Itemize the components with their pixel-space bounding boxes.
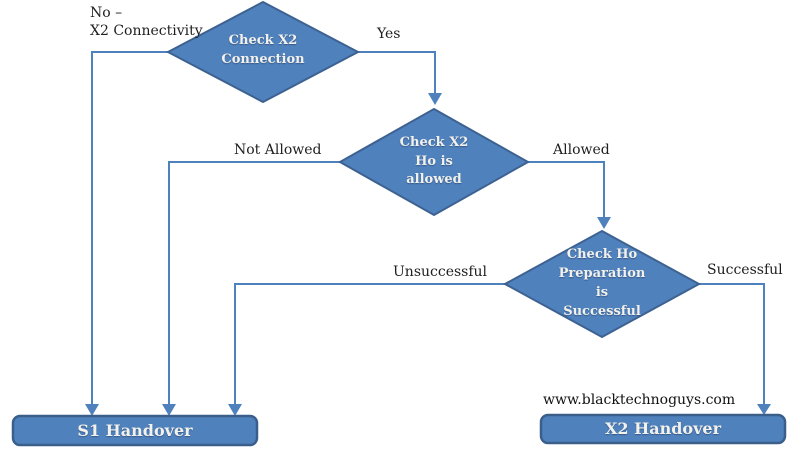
decision-check-ho-preparation: [502, 229, 702, 339]
arrowhead-yes-to-ho-allowed: [428, 93, 442, 105]
connector-yes-to-ho-allowed: [357, 51, 436, 95]
arrowhead-not-allowed-to-s1: [162, 404, 176, 416]
connector-not-allowed-to-s1: [168, 161, 340, 407]
connector-unsuccessful-to-s1: [234, 283, 505, 407]
arrowhead-no-to-s1: [85, 404, 99, 416]
connector-no-to-s1: [91, 51, 168, 407]
decision-check-x2-connection: [165, 0, 361, 104]
arrowhead-allowed-to-preparation: [597, 217, 611, 229]
arrowheads: [85, 93, 771, 416]
arrowhead-unsuccessful-to-s1: [228, 404, 242, 416]
terminal-x2-handover: [539, 413, 787, 445]
decision-check-x2-ho-allowed: [337, 107, 531, 217]
arrowhead-successful-to-x2: [757, 404, 771, 415]
connector-successful-to-x2: [698, 283, 765, 407]
connector-allowed-to-preparation: [527, 161, 605, 219]
terminal-s1-handover: [11, 414, 259, 447]
connectors: [91, 51, 765, 407]
